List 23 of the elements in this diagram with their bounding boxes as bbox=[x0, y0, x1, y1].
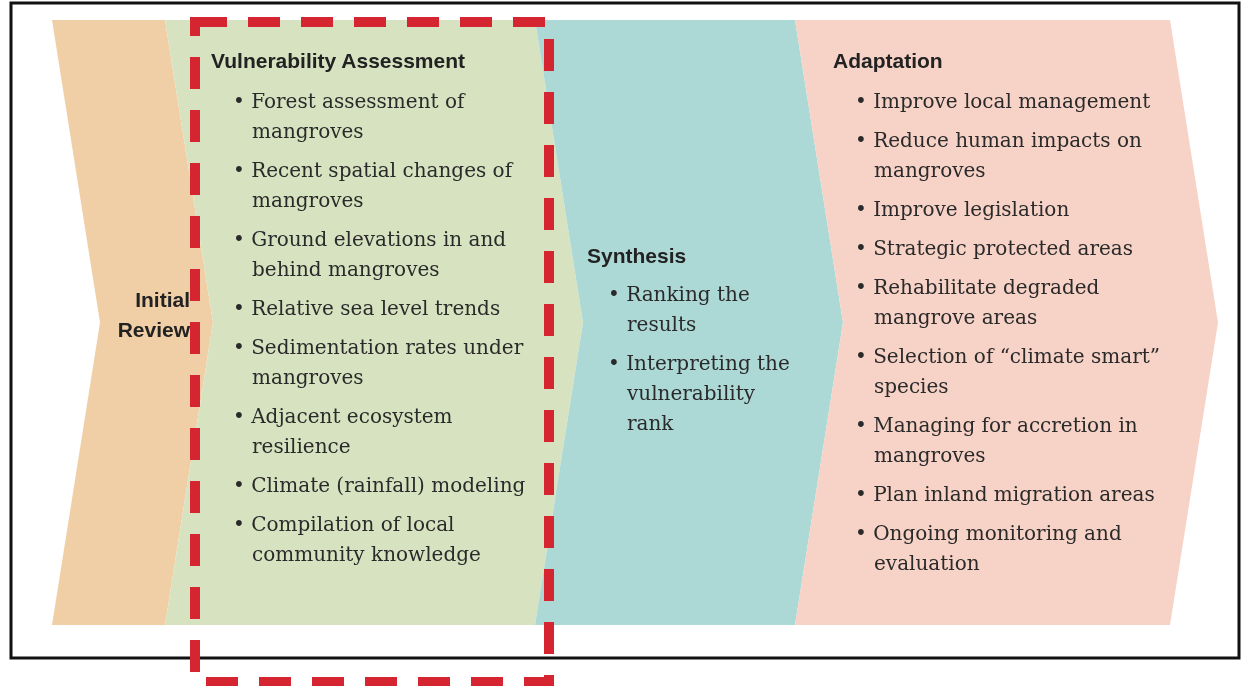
bullet-item: • Ongoing monitoring and evaluation bbox=[855, 520, 1123, 577]
bullet-item: • Adjacent ecosystem resilience bbox=[233, 403, 454, 460]
bullet-item: • Sedimentation rates under mangroves bbox=[233, 334, 525, 391]
bullet-item: • Plan inland migration areas bbox=[855, 481, 1156, 508]
stage-heading: Synthesis bbox=[587, 243, 688, 269]
bullet-item: • Compilation of local community knowledge bbox=[233, 511, 482, 568]
bullet-item: • Interpreting the vulnerability rank bbox=[608, 350, 791, 437]
bullet-item: • Improve local management bbox=[855, 88, 1152, 115]
bullet-item: • Forest assessment of mangroves bbox=[233, 88, 467, 145]
bullet-item: • Selection of “climate smart” species bbox=[855, 343, 1161, 400]
bullet-item: • Recent spatial changes of mangroves bbox=[233, 157, 515, 214]
bullet-item: • Improve legislation bbox=[855, 196, 1071, 223]
bullet-item: • Managing for accretion in mangroves bbox=[855, 412, 1139, 469]
stage-heading: Initial Review bbox=[116, 287, 190, 343]
bullet-item: • Reduce human impacts on mangroves bbox=[855, 127, 1143, 184]
bullet-item: • Relative sea level trends bbox=[233, 295, 502, 322]
bullet-item: • Ground elevations in and behind mangroves bbox=[233, 226, 508, 283]
stage-heading: Vulnerability Assessment bbox=[211, 48, 467, 74]
bullet-item: • Strategic protected areas bbox=[855, 235, 1135, 262]
bullet-item: • Climate (rainfall) modeling bbox=[233, 472, 527, 499]
stage-heading: Adaptation bbox=[833, 48, 944, 74]
bullet-item: • Rehabilitate degraded mangrove areas bbox=[855, 274, 1101, 331]
bullet-item: • Ranking the results bbox=[608, 281, 751, 338]
